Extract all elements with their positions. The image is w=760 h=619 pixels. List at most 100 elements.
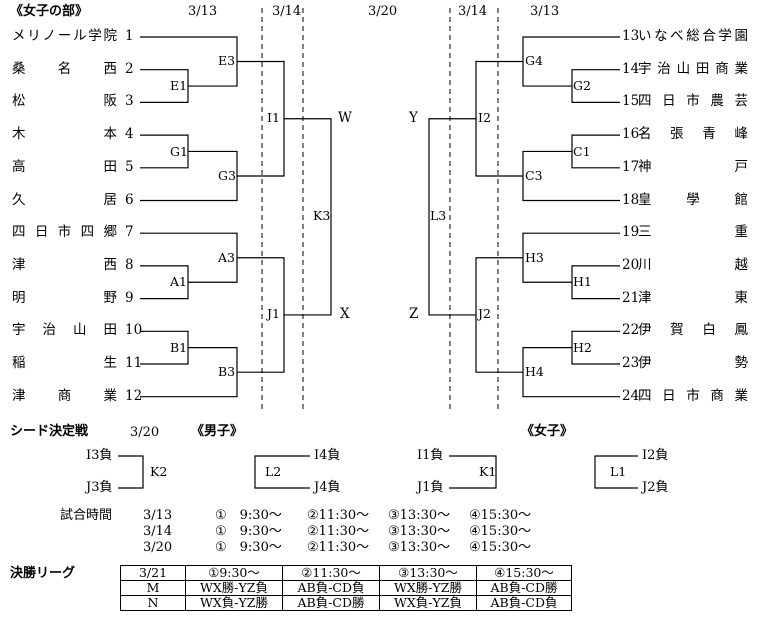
seed-number: 15 bbox=[622, 93, 640, 110]
table-row: N WX負-YZ勝 AB負-CD勝 WX負-YZ負 AB負-CD負 bbox=[120, 595, 572, 611]
schedule-cell: ① 9:30～ bbox=[215, 540, 282, 555]
section-title: 《女子の部》 bbox=[10, 4, 89, 19]
match-label-a1: A1 bbox=[170, 274, 187, 289]
seed-number: 14 bbox=[622, 60, 640, 77]
team-name: 伊勢 bbox=[638, 355, 748, 371]
l2-bottom-team: J4負 bbox=[314, 480, 341, 495]
seed-number: 5 bbox=[125, 158, 134, 175]
l1-top-team: I2負 bbox=[642, 448, 669, 463]
match-label-g2: G2 bbox=[573, 78, 591, 93]
l1-label: L1 bbox=[610, 464, 627, 479]
team-name: 明野 bbox=[12, 289, 117, 306]
schedule-cell: ②11:30～ bbox=[307, 524, 370, 539]
final-league-table: 3/21 ①9:30～ ②11:30～ ③13:30～ ④15:30～ M WX… bbox=[120, 565, 572, 611]
table-cell: AB負-CD負 bbox=[282, 580, 380, 596]
match-label-h1: H1 bbox=[573, 274, 592, 289]
team-name: 神戸 bbox=[638, 158, 748, 175]
seed-number: 11 bbox=[125, 355, 143, 371]
k1-top-team: I1負 bbox=[417, 448, 444, 463]
seed-number: 6 bbox=[125, 191, 134, 208]
team-name: 四日市四郷 bbox=[12, 224, 117, 241]
seed-number: 21 bbox=[622, 289, 640, 306]
match-label-e3: E3 bbox=[218, 53, 236, 68]
match-label-c3: C3 bbox=[525, 168, 543, 183]
final-league-title: 決勝リーグ bbox=[10, 566, 76, 581]
l2-top-team: I4負 bbox=[314, 448, 341, 463]
seed-number: 7 bbox=[125, 224, 134, 241]
team-name: 久居 bbox=[12, 191, 117, 208]
schedule-cell: 3/20 bbox=[143, 540, 173, 555]
schedule-cell: ②11:30～ bbox=[307, 508, 370, 523]
schedule-cell: 3/13 bbox=[143, 508, 173, 523]
table-cell: M bbox=[120, 580, 186, 596]
header-date-5: 3/13 bbox=[530, 4, 560, 19]
seed-number: 10 bbox=[125, 322, 143, 339]
team-name: 高田 bbox=[12, 158, 117, 175]
match-label-l3: L3 bbox=[430, 208, 447, 223]
k1-bottom-team: J1負 bbox=[417, 480, 444, 495]
match-label-g4: G4 bbox=[525, 53, 543, 68]
match-label-w: W bbox=[338, 110, 352, 126]
header-date-4: 3/14 bbox=[458, 4, 488, 19]
schedule-cell: ① 9:30～ bbox=[215, 508, 282, 523]
k2-top-team: I3負 bbox=[86, 448, 113, 463]
seed-number: 12 bbox=[125, 387, 143, 404]
l2-label: L2 bbox=[265, 464, 282, 479]
seed-section-title: シード決定戦 bbox=[10, 424, 89, 439]
team-name: 松阪 bbox=[12, 93, 117, 110]
schedule-cell: ②11:30～ bbox=[307, 540, 370, 555]
k2-label: K2 bbox=[150, 464, 168, 479]
match-label-i1: I1 bbox=[267, 110, 280, 125]
team-name: 津西 bbox=[12, 256, 117, 273]
team-name: 四日市農芸 bbox=[638, 93, 748, 110]
seed-number: 13 bbox=[622, 28, 640, 44]
table-row: 3/21 ①9:30～ ②11:30～ ③13:30～ ④15:30～ bbox=[120, 565, 572, 581]
header-date-3: 3/20 bbox=[368, 4, 398, 19]
team-name: いなべ総合学園 bbox=[638, 28, 748, 44]
team-name: 伊賀白鳳 bbox=[638, 322, 748, 339]
seed-section-date: 3/20 bbox=[130, 425, 160, 440]
match-label-k3: K3 bbox=[313, 208, 331, 223]
table-cell: ③13:30～ bbox=[379, 565, 477, 581]
schedule-cell: ④15:30～ bbox=[469, 524, 532, 539]
table-cell: N bbox=[120, 595, 186, 611]
team-name: メリノール学院 bbox=[12, 28, 117, 44]
seed-number: 4 bbox=[125, 126, 134, 143]
seed-number: 16 bbox=[622, 126, 640, 143]
seed-number: 22 bbox=[622, 322, 640, 339]
bracket-line bbox=[594, 455, 638, 489]
match-label-e1: E1 bbox=[170, 78, 188, 93]
team-name: 木本 bbox=[12, 126, 117, 143]
table-cell: WX勝-YZ負 bbox=[185, 580, 283, 596]
k2-bottom-team: J3負 bbox=[86, 480, 113, 495]
team-name: 桑名西 bbox=[12, 60, 117, 77]
match-label-g1: G1 bbox=[170, 144, 188, 159]
match-label-a3: A3 bbox=[218, 250, 235, 265]
team-name: 津東 bbox=[638, 289, 748, 306]
header-date-1: 3/13 bbox=[188, 4, 218, 19]
table-cell: AB負-CD勝 bbox=[476, 580, 572, 596]
match-label-g3: G3 bbox=[218, 168, 236, 183]
schedule-cell: ④15:30～ bbox=[469, 508, 532, 523]
seed-number: 23 bbox=[622, 355, 640, 371]
schedule-cell: ③13:30～ bbox=[388, 508, 451, 523]
men-label: 《男子》 bbox=[191, 424, 244, 439]
schedule-cell: ④15:30～ bbox=[469, 540, 532, 555]
team-name: 宇治山田商業 bbox=[638, 60, 748, 77]
team-name: 稲生 bbox=[12, 355, 117, 371]
match-label-j1: J1 bbox=[267, 306, 280, 321]
schedule-label: 試合時間 bbox=[60, 508, 113, 523]
table-cell: ①9:30～ bbox=[185, 565, 283, 581]
match-label-y: Y bbox=[409, 110, 418, 126]
match-label-c1: C1 bbox=[573, 144, 591, 159]
table-cell: WX負-YZ負 bbox=[379, 595, 477, 611]
match-label-z: Z bbox=[409, 306, 419, 322]
seed-number: 19 bbox=[622, 224, 640, 241]
table-cell: WX負-YZ勝 bbox=[185, 595, 283, 611]
bracket-line bbox=[254, 455, 310, 489]
seed-number: 20 bbox=[622, 256, 640, 273]
match-label-h3: H3 bbox=[525, 250, 544, 265]
seed-number: 24 bbox=[622, 387, 640, 404]
seed-number: 8 bbox=[125, 256, 134, 273]
